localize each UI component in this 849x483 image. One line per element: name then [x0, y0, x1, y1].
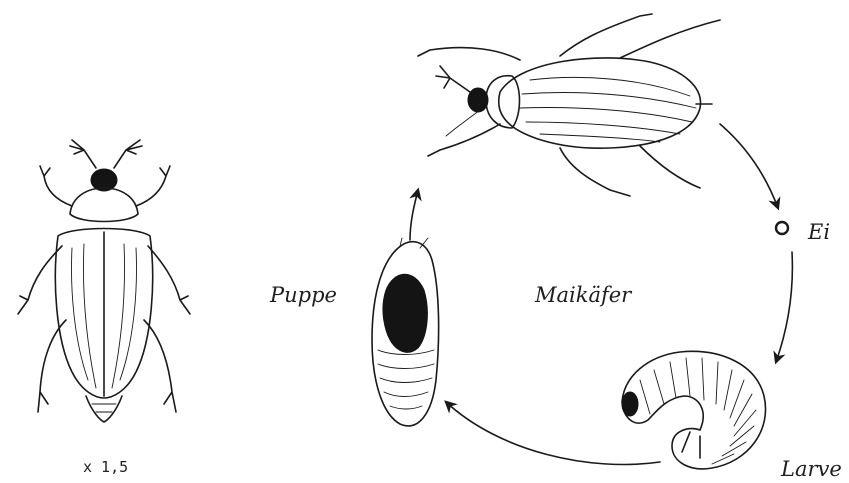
label-adult-center: Maikäfer [535, 283, 631, 307]
arrow-egg-to-larva [776, 252, 792, 362]
label-scale: x 1,5 [83, 458, 128, 476]
label-pupa: Puppe [270, 283, 337, 307]
egg [776, 222, 788, 234]
pupa [372, 238, 439, 426]
label-egg: Ei [808, 220, 830, 244]
beetle-side-view [418, 14, 720, 196]
label-larva: Larve [781, 457, 842, 481]
arrow-pupa-to-adult [410, 190, 418, 240]
arrow-adult-to-egg [720, 124, 778, 208]
larva-grub [622, 351, 766, 468]
beetle-dorsal-view [18, 140, 190, 422]
